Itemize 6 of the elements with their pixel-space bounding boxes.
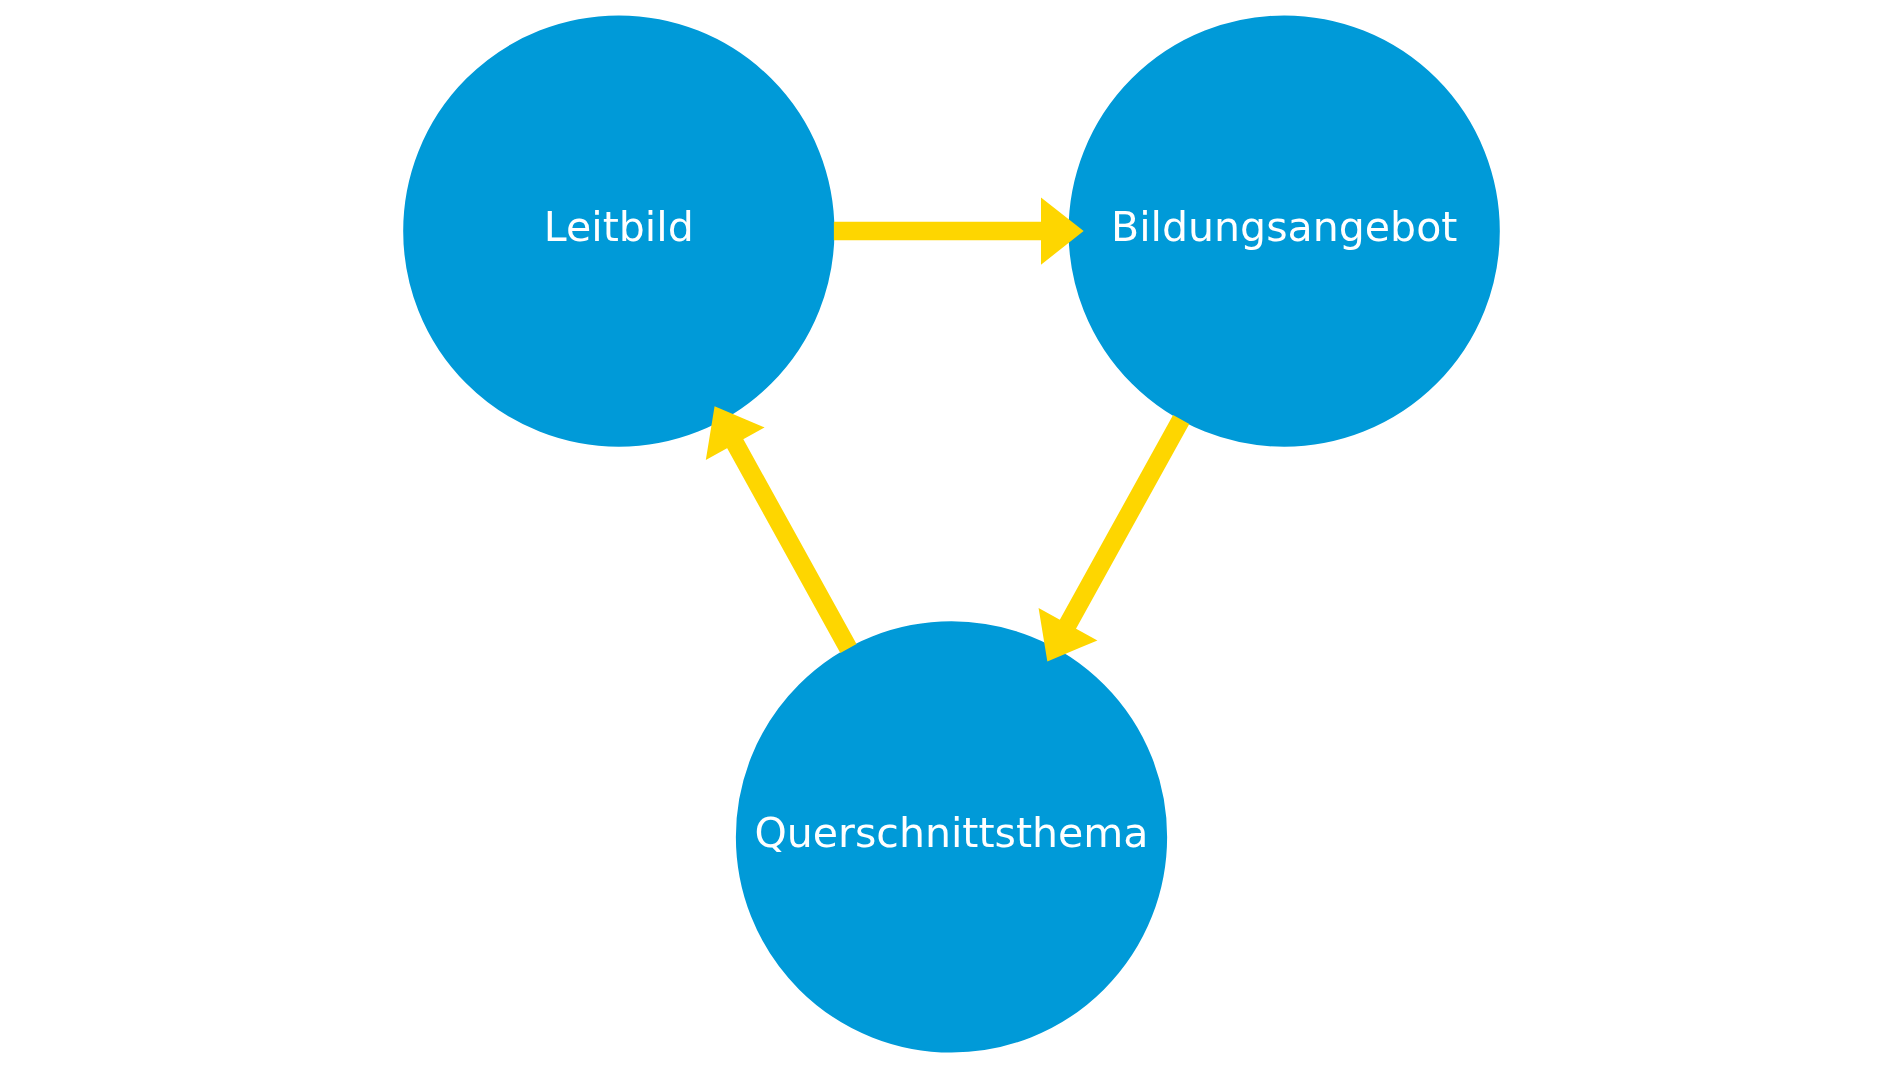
arrow [705, 406, 857, 653]
arrow [1038, 414, 1189, 662]
node-circle: Querschnittsthema [735, 621, 1167, 1053]
arrow [833, 197, 1084, 265]
node-circle: Leitbild [402, 15, 834, 447]
node-circle: Bildungsangebot [1068, 15, 1500, 447]
